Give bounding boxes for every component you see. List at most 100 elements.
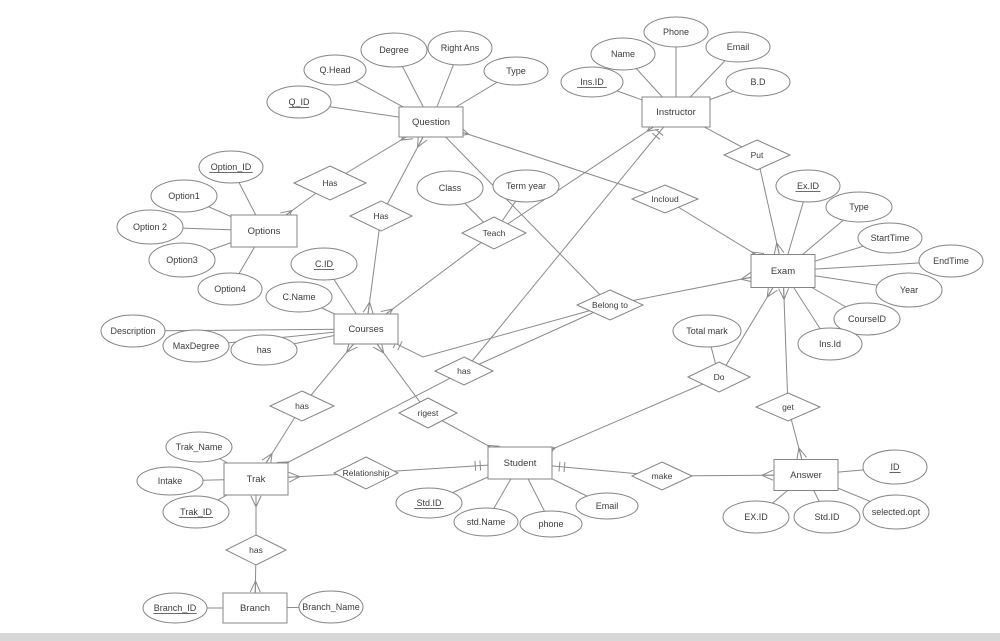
edge-courses-belong_to <box>365 304 611 358</box>
edge-instructor-hasD <box>463 111 677 372</box>
relationship-hasA: Has <box>292 165 368 201</box>
attribute-label: Std.ID <box>416 498 442 508</box>
attribute-email-i: Email <box>705 31 771 63</box>
attribute-q-head: Q.Head <box>303 54 367 86</box>
entity-courses: Courses <box>333 313 399 345</box>
attribute-shape <box>560 66 624 98</box>
tick-mark <box>474 460 482 471</box>
entity-label: Trak <box>247 474 266 485</box>
bottom-edge-strip <box>0 633 1000 641</box>
attribute-label: Branch_ID <box>154 603 197 613</box>
attribute-shape <box>519 510 583 538</box>
attribute-label: C.ID <box>315 259 334 269</box>
edge-question-incloud <box>430 121 666 200</box>
attribute-shape <box>862 449 928 485</box>
attribute-ins-id2: Ins.Id <box>797 327 863 361</box>
entity-shape <box>230 214 298 248</box>
relationship-label: Put <box>751 150 764 160</box>
attribute-shape <box>643 16 709 48</box>
attribute-intake: Intake <box>136 466 204 496</box>
attribute-label: Type <box>849 202 869 212</box>
attribute-shape <box>453 507 519 537</box>
attribute-q-id: Q_ID <box>266 85 332 119</box>
entity-branch: Branch <box>222 592 288 624</box>
attribute-shape <box>116 209 184 245</box>
foot-mark <box>778 288 790 300</box>
entity-answer: Answer <box>773 459 839 491</box>
attribute-shape <box>797 327 863 361</box>
attribute-shape <box>793 500 861 534</box>
attribute-label: Intake <box>158 476 183 486</box>
relationship-teach: Teach <box>460 216 528 250</box>
relationship-rigest: rigest <box>397 397 459 429</box>
attribute-shape <box>162 329 230 363</box>
attribute-label: Option1 <box>168 191 200 201</box>
attribute-ex-id2: EX.ID <box>722 500 790 534</box>
attribute-shape <box>230 334 298 366</box>
entity-question: Question <box>398 106 464 138</box>
relationship-label: Incloud <box>651 194 679 204</box>
entity-shape <box>773 459 839 491</box>
relationship-shape <box>575 289 645 321</box>
attribute-label: EndTime <box>933 256 969 266</box>
attribute-phone-s: phone <box>519 510 583 538</box>
relationship-shape <box>332 456 400 490</box>
entity-shape <box>398 106 464 138</box>
attribute-shape <box>416 170 484 206</box>
edge-trak-hasD <box>255 370 465 480</box>
attribute-shape <box>162 495 230 529</box>
relationship-shape <box>630 184 700 214</box>
attribute-shape <box>360 32 428 68</box>
attribute-phone-i: Phone <box>643 16 709 48</box>
attribute-option1: Option1 <box>150 179 218 213</box>
relationship-label: get <box>782 402 794 412</box>
relationship-label: Has <box>373 211 388 221</box>
attribute-std-id2: Std.ID <box>793 500 861 534</box>
attribute-maxdegree: MaxDegree <box>162 329 230 363</box>
relationship-label: Relationship <box>343 468 390 478</box>
attribute-label: MaxDegree <box>173 341 220 351</box>
relationship-label: Has <box>322 178 337 188</box>
attribute-shape <box>722 500 790 534</box>
relationship-label: Belong to <box>592 300 628 310</box>
attribute-label: Option4 <box>214 284 246 294</box>
attribute-label: std.Name <box>467 517 506 527</box>
relationship-shape <box>433 356 495 386</box>
attribute-label: Term year <box>506 181 546 191</box>
relationship-shape <box>722 139 792 171</box>
edge-hasD-belong_to <box>463 304 611 372</box>
relationship-shape <box>630 461 694 491</box>
attribute-trak-id: Trak_ID <box>162 495 230 529</box>
relationship-relationship: Relationship <box>332 456 400 490</box>
attribute-shape <box>875 272 943 308</box>
attribute-label: Year <box>900 285 918 295</box>
attribute-shape <box>290 247 358 281</box>
entity-shape <box>750 254 816 288</box>
attribute-std-name: std.Name <box>453 507 519 537</box>
attribute-shape <box>266 85 332 119</box>
attribute-label: Class <box>439 183 462 193</box>
attribute-shape <box>862 494 930 530</box>
cardinality-marks-layer <box>249 120 807 593</box>
attribute-shape <box>492 169 560 203</box>
relationship-shape <box>754 392 822 422</box>
nodes-layer: QuestionInstructorOptionsCoursesExamStud… <box>100 16 984 624</box>
edge-question-belong_to <box>430 121 611 306</box>
relationship-hasD: has <box>433 356 495 386</box>
relationship-hasE: has <box>224 534 288 566</box>
attribute-label: StartTime <box>871 233 910 243</box>
attribute-label: Q.Head <box>319 65 350 75</box>
attribute-label: Option_ID <box>211 162 252 172</box>
attribute-type-e: Type <box>825 191 893 223</box>
entity-trak: Trak <box>223 462 289 496</box>
tick-mark <box>558 461 566 473</box>
relationship-label: make <box>652 471 673 481</box>
entity-shape <box>223 462 289 496</box>
relationship-shape <box>397 397 459 429</box>
edge-teach-instructor <box>493 111 677 234</box>
attribute-shape <box>298 590 364 624</box>
relationship-make: make <box>630 461 694 491</box>
foot-mark <box>761 469 774 481</box>
relationship-put: Put <box>722 139 792 171</box>
